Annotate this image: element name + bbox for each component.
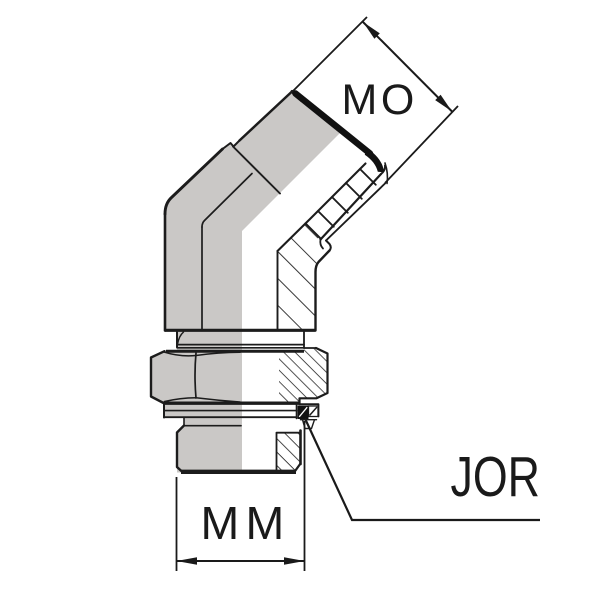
svg-text:JOR: JOR bbox=[451, 445, 540, 508]
svg-text:MO: MO bbox=[342, 76, 418, 124]
svg-text:MM: MM bbox=[201, 497, 291, 549]
